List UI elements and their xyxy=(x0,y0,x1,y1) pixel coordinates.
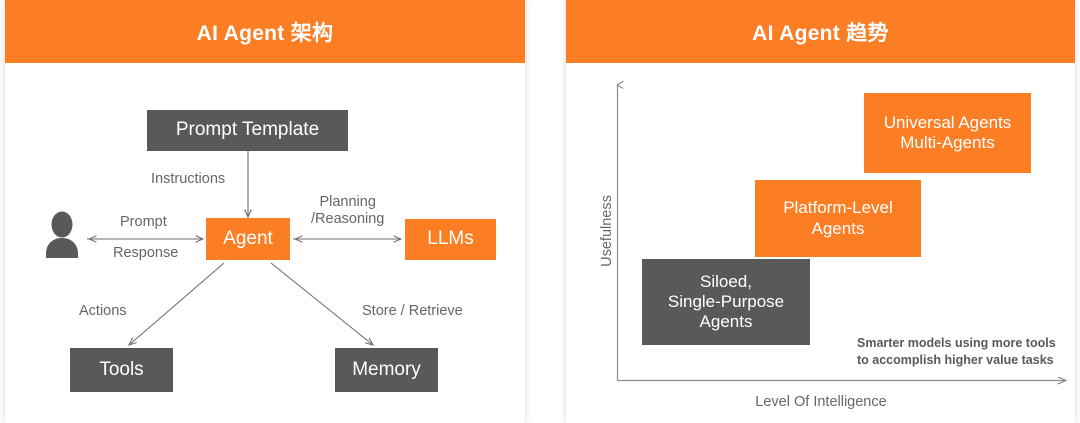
edge-label-actions: Actions xyxy=(79,303,127,319)
edge-label-instructions: Instructions xyxy=(151,171,226,187)
chart-axes xyxy=(566,63,1075,423)
chart-bar-label-0: Siloed, Single-Purpose Agents xyxy=(667,271,785,332)
chart-x-axis-label: Level Of Intelligence xyxy=(755,394,887,410)
trend-chart-canvas: Siloed, Single-Purpose Agents Platform-L… xyxy=(566,63,1075,423)
left-card-title: AI Agent 架构 xyxy=(196,21,334,45)
edge-label-response: Response xyxy=(113,245,179,261)
left-card-header: AI Agent 架构 xyxy=(5,0,525,63)
chart-bar-siloed-single-purpose-agents[interactable]: Siloed, Single-Purpose Agents xyxy=(642,259,810,345)
edge-label-planning-reasoning: Planning /Reasoning xyxy=(311,194,385,227)
node-memory[interactable]: Memory xyxy=(335,348,438,392)
architecture-diagram-canvas: Prompt Template Agent LLMs Tools Memory … xyxy=(5,63,525,423)
node-llms[interactable]: LLMs xyxy=(405,219,496,260)
edge-label-store-retrieve: Store / Retrieve xyxy=(362,303,463,319)
edge-label-prompt: Prompt xyxy=(120,214,167,230)
chart-bar-platform-level-agents[interactable]: Platform-Level Agents xyxy=(755,180,921,257)
right-card-title: AI Agent 趋势 xyxy=(752,21,889,45)
chart-bar-universal-multi-agents[interactable]: Universal Agents Multi-Agents xyxy=(864,93,1031,173)
ai-agent-trend-card: AI Agent 趋势 Siloed, Single-Purpose Agent… xyxy=(566,0,1075,423)
right-card-header: AI Agent 趋势 xyxy=(566,0,1075,63)
architecture-connector-lines xyxy=(87,151,525,423)
node-agent[interactable]: Agent xyxy=(206,218,290,260)
chart-y-axis-label: Usefulness xyxy=(599,195,615,267)
user-avatar-icon xyxy=(46,211,78,258)
chart-bar-label-2: Universal Agents Multi-Agents xyxy=(883,112,1012,152)
chart-bar-label-1: Platform-Level Agents xyxy=(783,198,893,238)
ai-agent-architecture-card: AI Agent 架构 Prompt T xyxy=(5,0,525,423)
chart-annotation: Smarter models using more tools to accom… xyxy=(857,336,1056,367)
node-prompt-template[interactable]: Prompt Template xyxy=(147,110,348,151)
node-tools[interactable]: Tools xyxy=(70,348,173,392)
